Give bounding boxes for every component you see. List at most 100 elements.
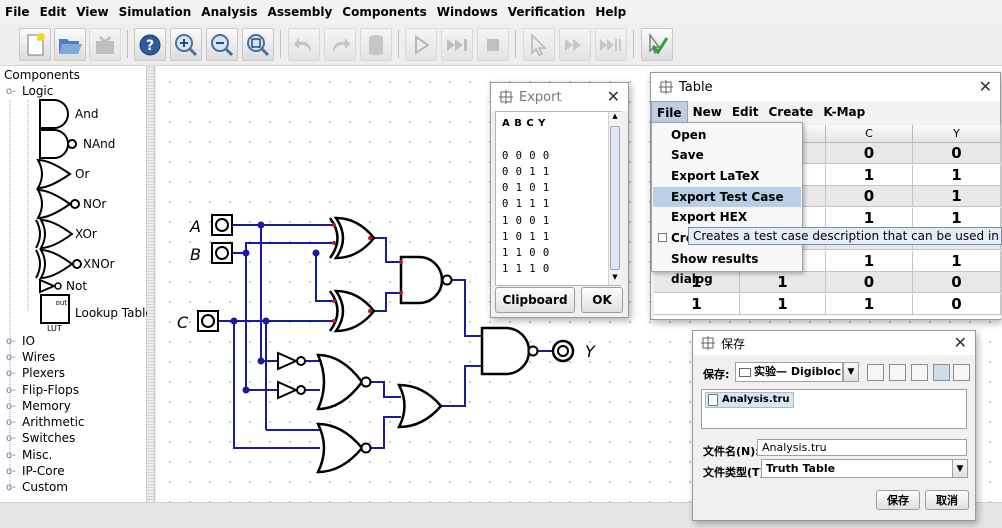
table-cell[interactable]: 1 <box>654 293 740 315</box>
table-cell[interactable]: 1 <box>913 186 1001 207</box>
tree-node-misc[interactable]: Misc. <box>22 448 53 462</box>
tree-item-xnor[interactable]: XNOr <box>83 257 115 271</box>
table-menu-create[interactable]: Create <box>768 105 814 119</box>
panel-splitter[interactable] <box>147 66 155 502</box>
menu-analysis[interactable]: Analysis <box>201 5 258 19</box>
menu-assembly[interactable]: Assembly <box>267 5 333 19</box>
nand-gate-icon[interactable] <box>30 128 78 160</box>
delete-button[interactable] <box>360 28 392 61</box>
details-view-icon[interactable] <box>953 364 970 381</box>
menu-item-show-results-dialog[interactable]: Show results dialog <box>671 252 759 286</box>
tree-node-io[interactable]: IO <box>22 334 35 348</box>
nand-gate-1[interactable] <box>399 255 453 305</box>
tree-item-lookup-table[interactable]: Lookup Table <box>75 306 153 320</box>
menu-windows[interactable]: Windows <box>436 5 498 19</box>
zoom-in-button[interactable] <box>170 28 202 61</box>
nor-gate-icon[interactable] <box>30 188 84 220</box>
ok-button[interactable]: OK <box>581 287 623 313</box>
tree-root-components[interactable]: Components <box>4 68 80 82</box>
clipboard-button[interactable]: Clipboard <box>495 287 575 313</box>
table-cell[interactable]: 1 <box>740 272 826 293</box>
close-icon[interactable]: ✕ <box>953 333 967 352</box>
xnor-gate-icon[interactable] <box>30 248 84 280</box>
table-cell[interactable]: 1 <box>826 250 913 272</box>
export-text-area[interactable]: A B C Y 0 0 0 0 0 0 1 1 0 1 0 1 0 1 1 1 … <box>495 111 621 286</box>
column-header-c[interactable]: C <box>826 125 913 143</box>
save-in-combo[interactable]: 实验— Digiblock搬迷 <box>735 362 843 382</box>
table-cell[interactable]: 1 <box>913 207 1001 229</box>
table-cell[interactable]: 0 <box>826 272 913 293</box>
expand-icon[interactable]: o- <box>6 336 16 347</box>
cancel-button[interactable]: 取消 <box>925 490 969 510</box>
close-icon[interactable]: ✕ <box>606 87 620 106</box>
tree-item-nand[interactable]: NAnd <box>83 137 116 151</box>
list-view-icon[interactable] <box>933 364 950 381</box>
expand-icon[interactable]: o- <box>6 417 16 428</box>
tree-node-custom[interactable]: Custom <box>22 480 68 494</box>
xor-gate-1[interactable] <box>328 216 376 260</box>
filename-input[interactable]: Analysis.tru <box>757 439 967 456</box>
tree-node-arithmetic[interactable]: Arithmetic <box>22 415 85 429</box>
table-cell[interactable]: 0 <box>913 143 1001 164</box>
stop-button[interactable] <box>477 28 509 61</box>
menu-item-open[interactable]: Open <box>671 128 707 142</box>
table-cell[interactable]: 1 <box>654 272 740 293</box>
zoom-out-button[interactable] <box>206 28 238 61</box>
chevron-down-icon[interactable]: ▼ <box>952 459 968 478</box>
home-folder-icon[interactable] <box>889 364 906 381</box>
nor-gate-2[interactable] <box>315 422 372 474</box>
tree-node-logic[interactable]: Logic <box>22 84 54 98</box>
export-scrollbar[interactable]: ▲ ▼ <box>608 112 621 285</box>
table-cell[interactable]: 1 <box>913 250 1001 272</box>
micro-step-button[interactable] <box>559 28 591 61</box>
tree-item-and[interactable]: And <box>75 107 99 121</box>
scroll-thumb[interactable] <box>610 126 620 270</box>
not-gate-1[interactable] <box>277 351 306 371</box>
expand-icon[interactable]: o- <box>6 352 16 363</box>
table-cell[interactable]: 1 <box>740 293 826 315</box>
menu-file[interactable]: File <box>5 5 30 19</box>
save-confirm-button[interactable]: 保存 <box>876 490 920 510</box>
menu-item-export-latex[interactable]: Export LaTeX <box>671 169 760 183</box>
table-cell[interactable]: 1 <box>826 164 913 186</box>
table-menu-new[interactable]: New <box>692 105 722 119</box>
table-cell[interactable]: 0 <box>913 293 1001 315</box>
tree-item-nor[interactable]: NOr <box>83 197 107 211</box>
menu-item-export-hex[interactable]: Export HEX <box>671 210 748 224</box>
test-check-button[interactable] <box>641 28 673 61</box>
fast-run-button[interactable] <box>441 28 473 61</box>
tree-node-ip-core[interactable]: IP-Core <box>22 464 65 478</box>
table-cell[interactable]: 0 <box>826 186 913 207</box>
checkbox-icon[interactable] <box>658 233 667 242</box>
run-to-break-button[interactable] <box>595 28 627 61</box>
menu-edit[interactable]: Edit <box>39 5 67 19</box>
undo-button[interactable] <box>288 28 320 61</box>
menu-item-save[interactable]: Save <box>671 148 704 162</box>
or-gate[interactable] <box>396 383 443 429</box>
scroll-up-icon[interactable]: ▲ <box>612 112 618 120</box>
step-button[interactable] <box>523 28 555 61</box>
xor-gate-icon[interactable] <box>30 218 78 250</box>
table-cell[interactable]: 1 <box>826 293 913 315</box>
expand-icon[interactable]: o- <box>6 368 16 379</box>
expand-icon[interactable]: o- <box>6 482 16 493</box>
column-header-y[interactable]: Y <box>913 125 1001 143</box>
help-button[interactable]: ? <box>134 28 166 61</box>
table-cell[interactable]: 0 <box>913 272 1001 293</box>
close-icon[interactable]: ✕ <box>978 77 992 96</box>
expand-icon[interactable]: o- <box>6 466 16 477</box>
tree-node-memory[interactable]: Memory <box>22 399 71 413</box>
redo-button[interactable] <box>324 28 356 61</box>
tree-node-plexers[interactable]: Plexers <box>22 366 66 380</box>
tree-node-wires[interactable]: Wires <box>22 350 56 364</box>
table-cell[interactable]: 1 <box>913 164 1001 186</box>
open-button[interactable] <box>54 28 86 61</box>
expand-icon[interactable]: o- <box>6 433 16 444</box>
menu-help[interactable]: Help <box>595 5 627 19</box>
input-a[interactable] <box>211 214 233 236</box>
tree-node-flip-flops[interactable]: Flip-Flops <box>22 383 79 397</box>
expand-icon[interactable]: o- <box>6 450 16 461</box>
menu-view[interactable]: View <box>76 5 109 19</box>
zoom-fit-button[interactable] <box>242 28 274 61</box>
table-menu-kmap[interactable]: K-Map <box>823 105 866 119</box>
